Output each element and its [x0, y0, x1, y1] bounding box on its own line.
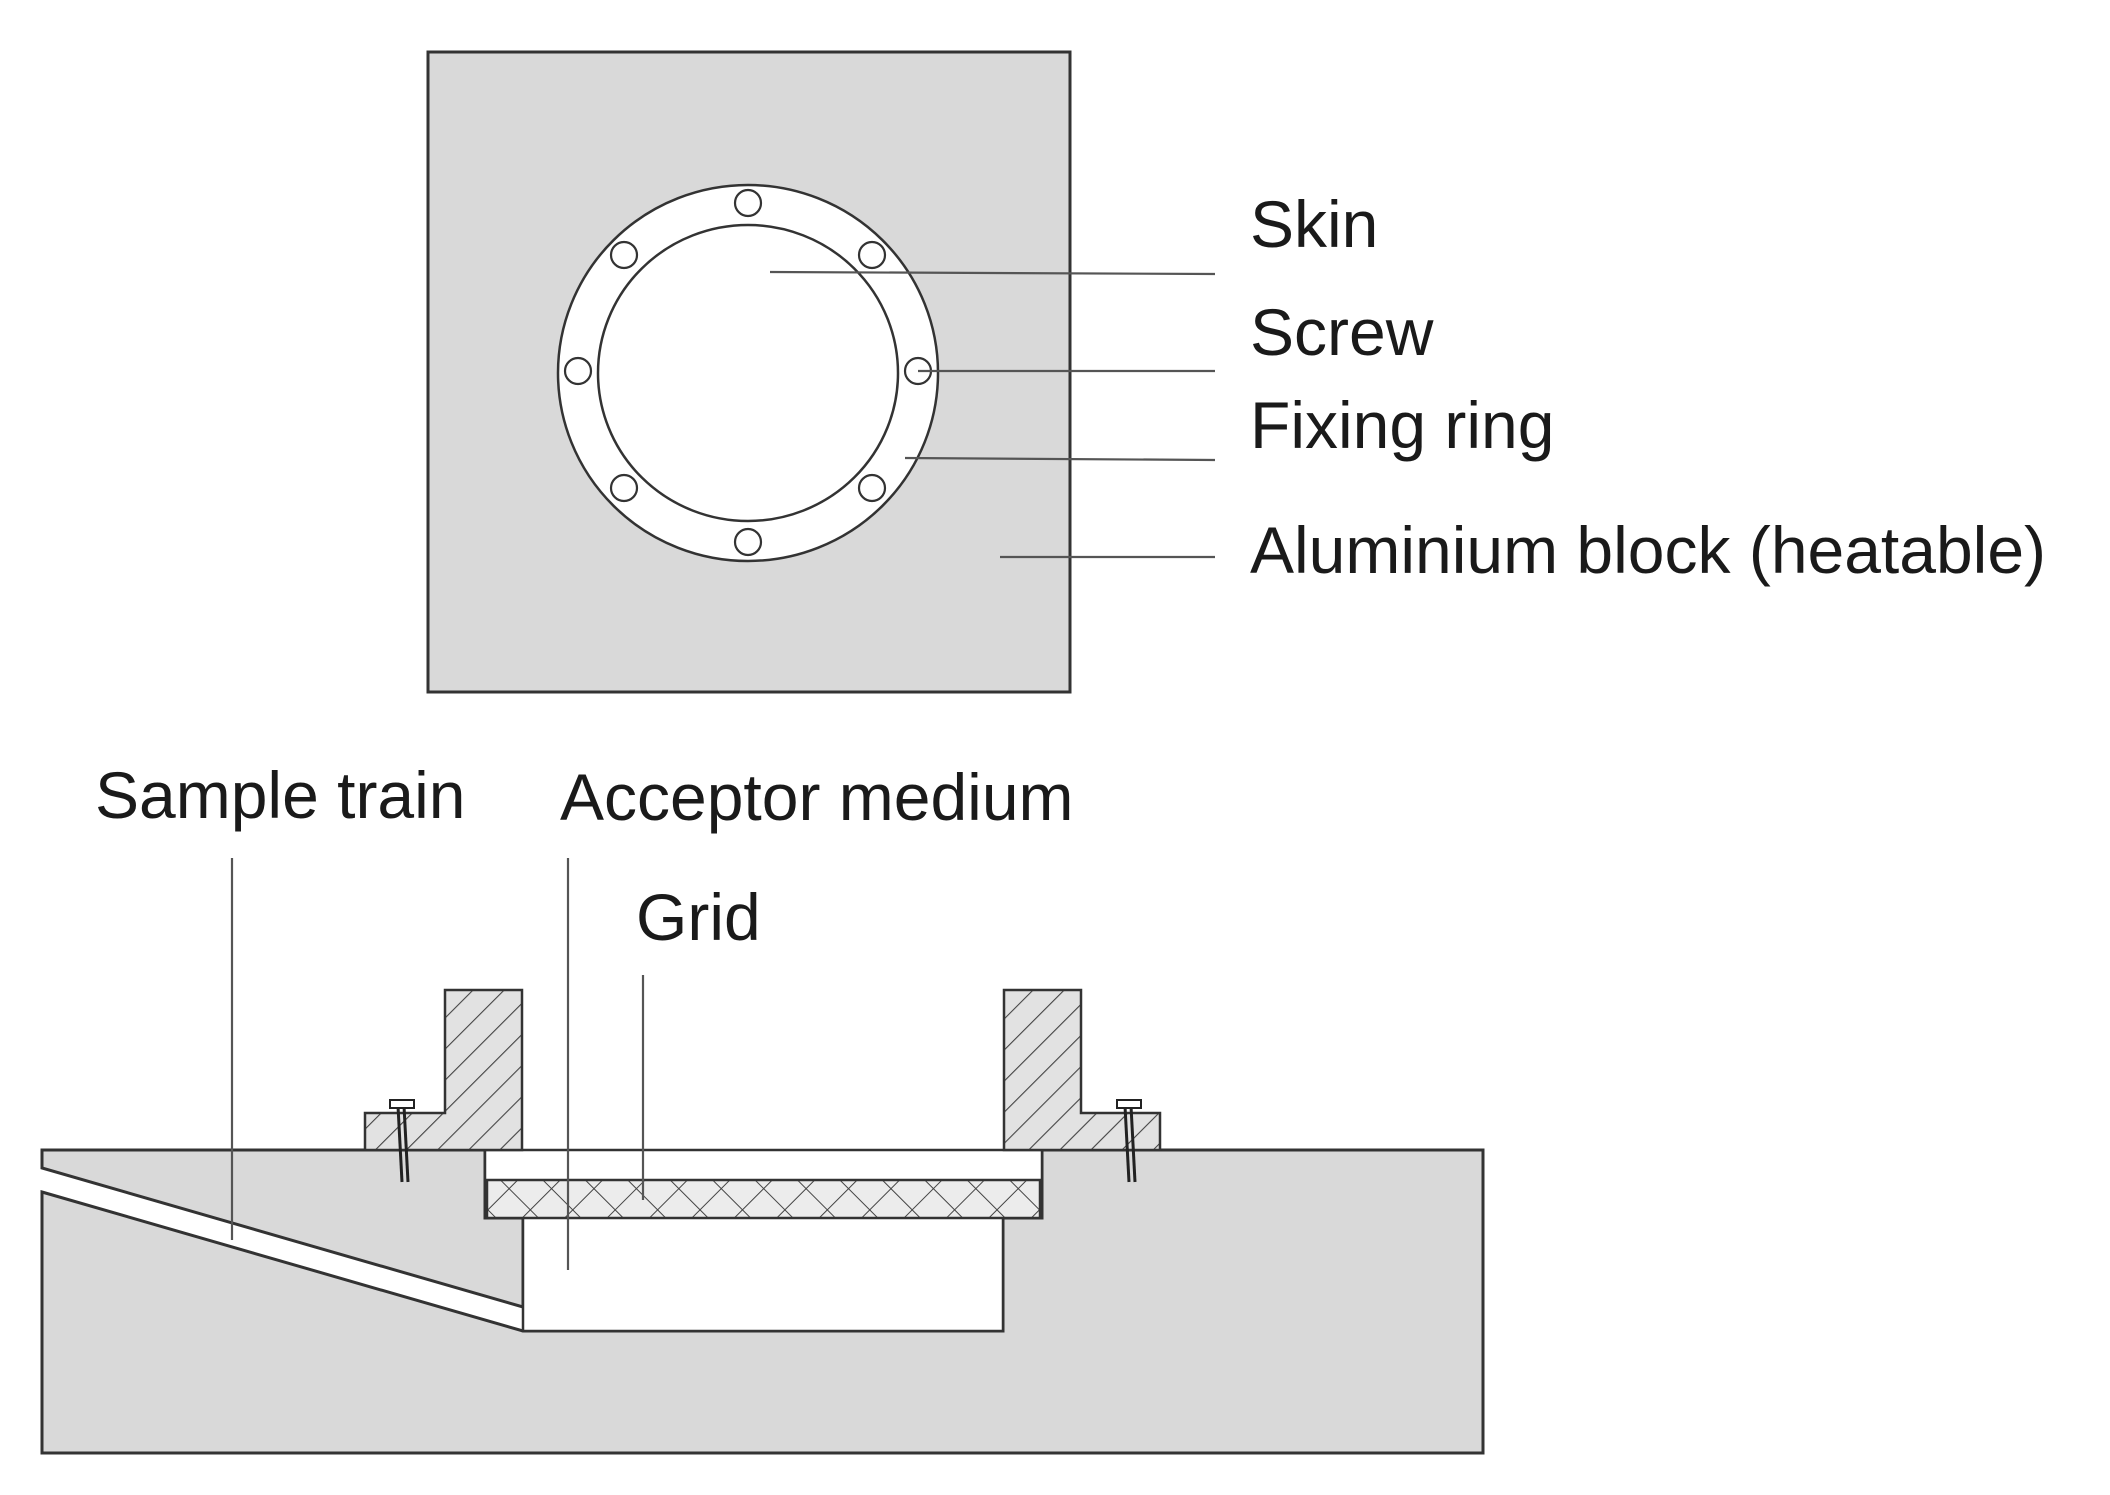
screw-icon	[733, 527, 763, 557]
fixing-ring-section-right	[1002, 988, 1162, 1152]
screw-section-right	[1116, 1099, 1142, 1183]
screw-icon	[857, 473, 887, 503]
cross-section-view: Sample train Acceptor medium Grid	[40, 758, 1485, 1455]
screw-label: Screw	[1250, 295, 1434, 369]
top-view: Skin Screw Fixing ring Aluminium block (…	[426, 50, 2046, 694]
screw-icon	[609, 473, 639, 503]
fixing-ring-section-left	[363, 988, 524, 1152]
skin-area	[596, 223, 900, 523]
grid-label: Grid	[636, 880, 761, 954]
screw-icon	[857, 240, 887, 270]
sample-train-label: Sample train	[95, 758, 466, 832]
screw-icon	[563, 356, 593, 386]
screw-icon	[733, 188, 763, 218]
acceptor-medium-label: Acceptor medium	[560, 760, 1074, 834]
screw-icon	[1116, 1099, 1142, 1109]
screw-section-left	[389, 1099, 415, 1183]
skin-leader	[769, 270, 1216, 276]
fixing-ring-leader	[904, 456, 1216, 462]
screw-icon	[389, 1099, 415, 1109]
screw-icon	[609, 240, 639, 270]
grid	[485, 1178, 1042, 1220]
skin-label: Skin	[1250, 187, 1378, 261]
fixing-ring-label: Fixing ring	[1250, 388, 1554, 462]
aluminium-block-label: Aluminium block (heatable)	[1250, 513, 2046, 587]
